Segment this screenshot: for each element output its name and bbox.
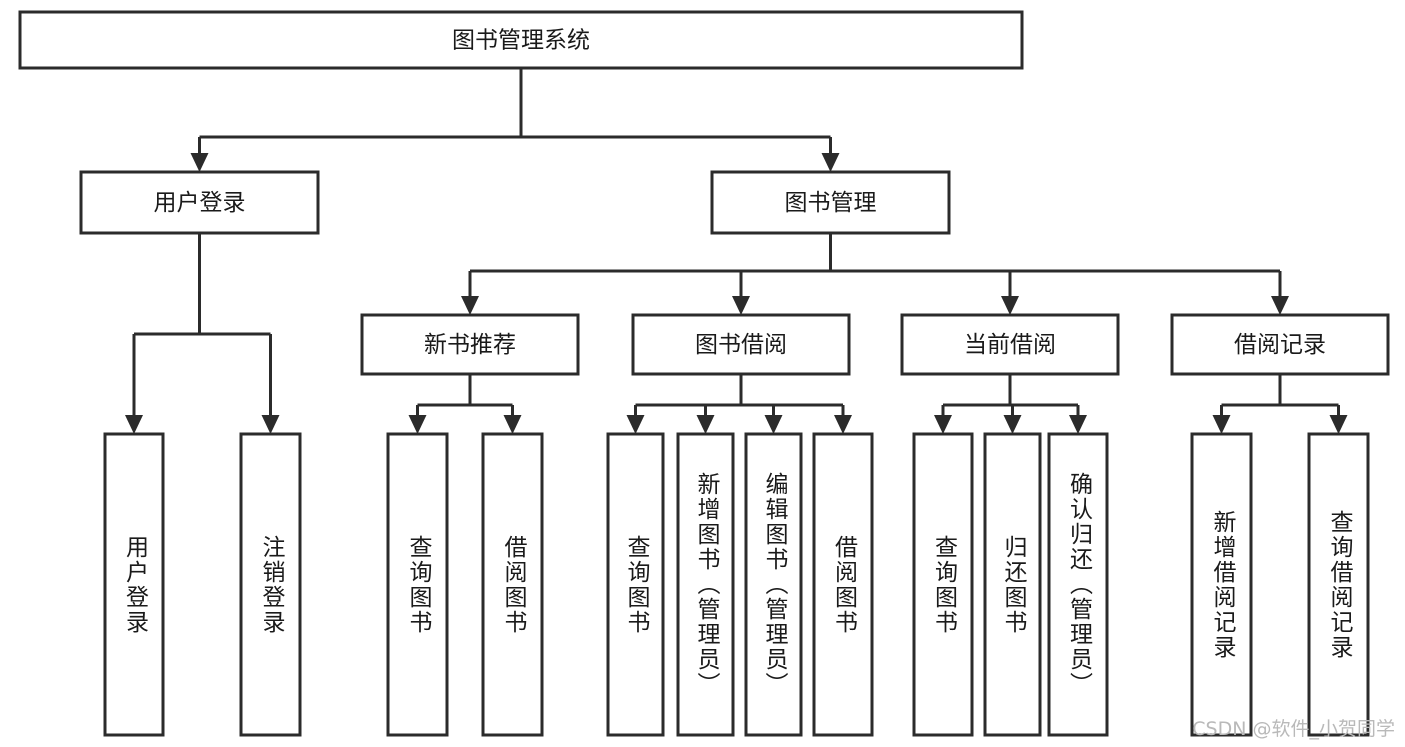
book-management-to-borrow-records-arrowhead: [1271, 296, 1289, 315]
node-new-book-recommend: [360, 313, 580, 376]
node-leaf-return-book: [983, 432, 1042, 737]
book-borrow-to-leaf-query-book-2-arrowhead: [626, 415, 645, 434]
node-current-borrow: [900, 313, 1120, 376]
user-login-to-leaf-user-login-arrowhead: [125, 415, 143, 434]
book-management-to-new-book-recommend-arrowhead: [461, 296, 479, 315]
book-borrow-to-leaf-borrow-book-2-arrowhead: [834, 415, 852, 434]
node-leaf-query-book-3: [912, 432, 974, 737]
node-leaf-add-borrow-record: [1190, 432, 1253, 737]
node-leaf-add-book-admin: [676, 432, 735, 737]
node-borrow-records: [1170, 313, 1390, 376]
root-to-user-login-arrowhead: [190, 153, 209, 172]
borrow-records-to-leaf-add-borrow-record-arrowhead: [1212, 415, 1231, 434]
root-to-book-management-arrowhead: [821, 153, 840, 172]
watermark-text: CSDN @软件_小贺同学: [1192, 718, 1395, 740]
book-management-to-book-borrow-arrowhead: [732, 296, 750, 315]
node-leaf-query-borrow-record: [1307, 432, 1370, 737]
node-label-current-borrow: 当前借阅: [964, 332, 1056, 358]
node-label-book-management: 图书管理: [785, 190, 877, 216]
node-leaf-query-book-1: [386, 432, 449, 737]
node-leaf-query-book-2: [606, 432, 665, 737]
book-borrow-to-leaf-add-book-admin-arrowhead: [696, 415, 715, 434]
node-label-new-book-recommend: 新书推荐: [424, 332, 516, 358]
book-management-to-current-borrow-arrowhead: [1001, 296, 1019, 315]
borrow-records-to-leaf-query-borrow-record-arrowhead: [1329, 415, 1348, 434]
user-login-to-leaf-user-logout-arrowhead: [261, 415, 280, 434]
node-leaf-confirm-return-admin: [1047, 432, 1109, 737]
current-borrow-to-leaf-query-book-3-arrowhead: [934, 415, 952, 434]
node-user-login: [79, 170, 320, 235]
node-label-root: 图书管理系统: [452, 28, 590, 54]
current-borrow-to-leaf-confirm-return-admin-arrowhead: [1069, 415, 1087, 434]
new-book-recommend-to-leaf-borrow-book-1-arrowhead: [503, 415, 522, 434]
node-root: [18, 10, 1024, 70]
node-label-book-borrow: 图书借阅: [695, 332, 787, 358]
new-book-recommend-to-leaf-query-book-1-arrowhead: [408, 415, 427, 434]
node-label-user-login: 用户登录: [154, 190, 246, 216]
current-borrow-to-leaf-return-book-arrowhead: [1003, 415, 1022, 434]
node-leaf-borrow-book-2: [812, 432, 874, 737]
node-leaf-user-login: [103, 432, 165, 737]
node-book-borrow: [631, 313, 851, 376]
node-leaf-edit-book-admin: [744, 432, 803, 737]
node-label-borrow-records: 借阅记录: [1234, 332, 1326, 358]
connector-layer: [125, 68, 1348, 434]
node-leaf-user-logout: [239, 432, 302, 737]
node-book-management: [710, 170, 951, 235]
node-layer: [18, 10, 1390, 737]
node-leaf-borrow-book-1: [481, 432, 544, 737]
book-borrow-to-leaf-edit-book-admin-arrowhead: [764, 415, 783, 434]
